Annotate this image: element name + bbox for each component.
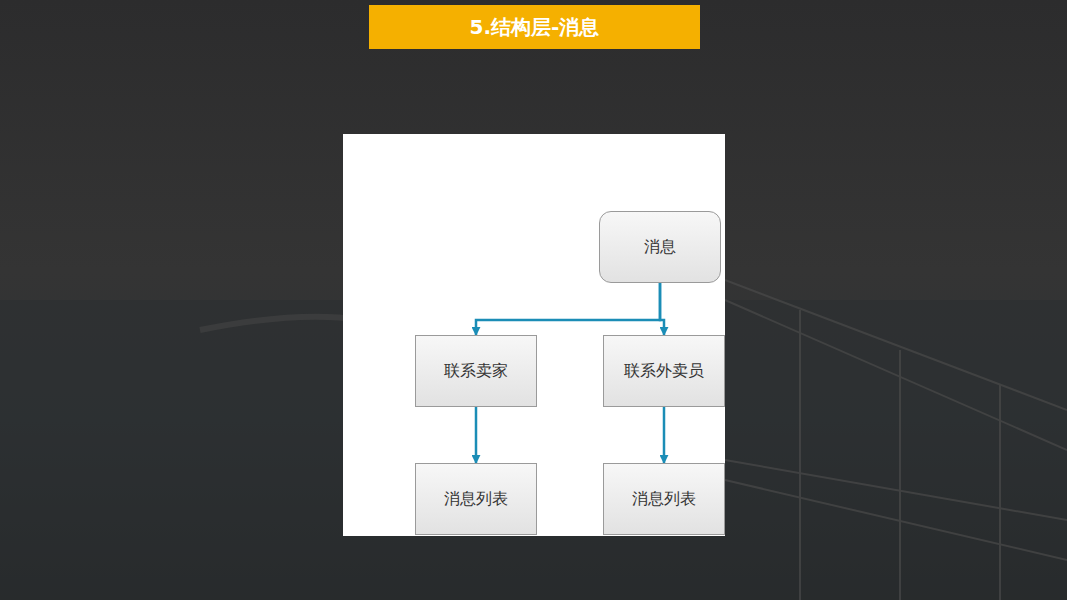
flow-arrow xyxy=(660,283,664,335)
title-text: 5.结构层-消息 xyxy=(470,14,600,41)
process-box: 消息列表 xyxy=(415,463,537,535)
process-box: 联系外卖员 xyxy=(603,335,725,407)
node-label: 联系外卖员 xyxy=(624,361,704,382)
process-box: 联系卖家 xyxy=(415,335,537,407)
process-box: 消息 xyxy=(599,211,721,283)
flow-arrow xyxy=(475,407,478,463)
process-box: 消息列表 xyxy=(603,463,725,535)
node-label: 消息列表 xyxy=(632,489,696,510)
node-label: 消息 xyxy=(644,237,676,258)
node-label: 联系卖家 xyxy=(444,361,508,382)
flow-arrow xyxy=(476,283,660,335)
node-label: 消息列表 xyxy=(444,489,508,510)
flow-arrow xyxy=(663,407,666,463)
title-bar: 5.结构层-消息 xyxy=(369,5,700,49)
